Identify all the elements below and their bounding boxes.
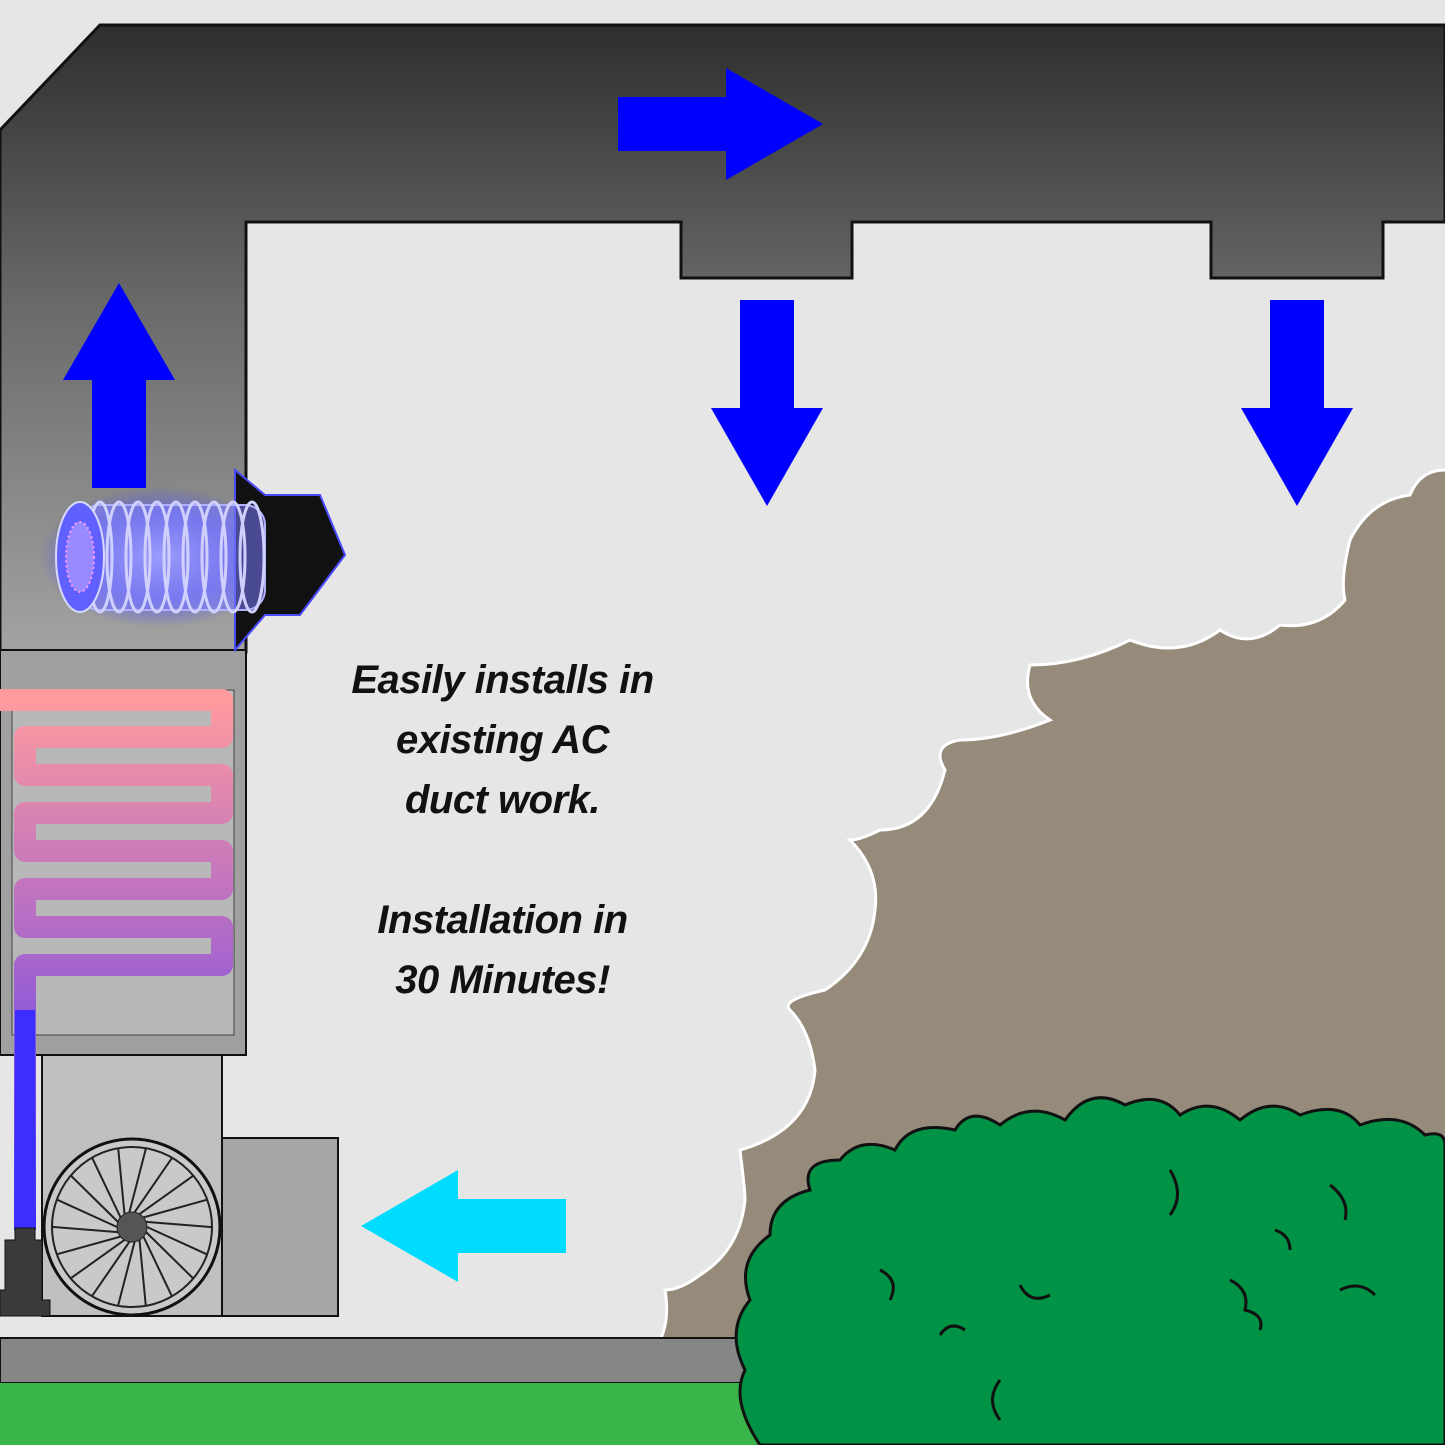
blower-fan-icon — [42, 1137, 222, 1317]
fan-blade — [91, 1241, 131, 1297]
airflow-arrow-down-1 — [711, 300, 823, 506]
uv-filter-ring — [181, 500, 209, 614]
airflow-arrow-right — [618, 68, 823, 180]
fan-blade — [146, 1226, 208, 1256]
uv-filter-ring — [105, 500, 133, 614]
fan-blade — [91, 1157, 122, 1218]
airflow-arrow-down-2 — [1241, 300, 1353, 506]
caption-line: Easily installs in — [351, 658, 654, 702]
caption-line: duct work. — [404, 778, 601, 822]
caption-spacer — [300, 830, 705, 890]
ductwork — [0, 23, 1445, 654]
install-caption: Easily installs in existing AC duct work… — [300, 650, 705, 1010]
fan-blade — [128, 1147, 147, 1213]
uv-filter-ring — [238, 500, 266, 614]
fan-blade — [56, 1235, 121, 1256]
fan-blade — [70, 1174, 119, 1223]
return-air-arrow-left — [361, 1170, 566, 1282]
fan-blade — [56, 1198, 118, 1228]
fan-blade — [138, 1239, 147, 1306]
uv-filter-ring — [143, 500, 171, 614]
uv-filter-ring — [124, 500, 152, 614]
uv-filter-ring — [162, 500, 190, 614]
fan-blade — [138, 1174, 194, 1215]
blower-housing-back — [219, 1137, 339, 1317]
airflow-arrow-up — [63, 283, 175, 488]
uv-filter-ring — [200, 500, 228, 614]
air-cloud-edge — [658, 468, 1445, 1341]
floor-slab — [0, 1337, 761, 1384]
fan-blade — [51, 1225, 118, 1234]
fan-blade — [146, 1220, 213, 1229]
caption-line: existing AC — [395, 718, 610, 762]
fan-blade — [142, 1236, 173, 1297]
caption-line: 30 Minutes! — [395, 958, 610, 1002]
evaporator-coil-icon — [0, 689, 233, 1230]
fan-blade — [145, 1231, 194, 1280]
fan-blade — [117, 1241, 136, 1307]
caption-line: Installation in — [377, 898, 628, 942]
fan-blade — [143, 1198, 208, 1219]
fan-blade — [133, 1157, 173, 1213]
uv-filter-ring — [219, 500, 247, 614]
hedge — [734, 1096, 1445, 1445]
condensate-drain-icon — [0, 1227, 51, 1317]
fan-blade — [70, 1239, 126, 1280]
fan-blade — [117, 1148, 126, 1215]
uv-air-purifier-icon — [40, 467, 347, 653]
